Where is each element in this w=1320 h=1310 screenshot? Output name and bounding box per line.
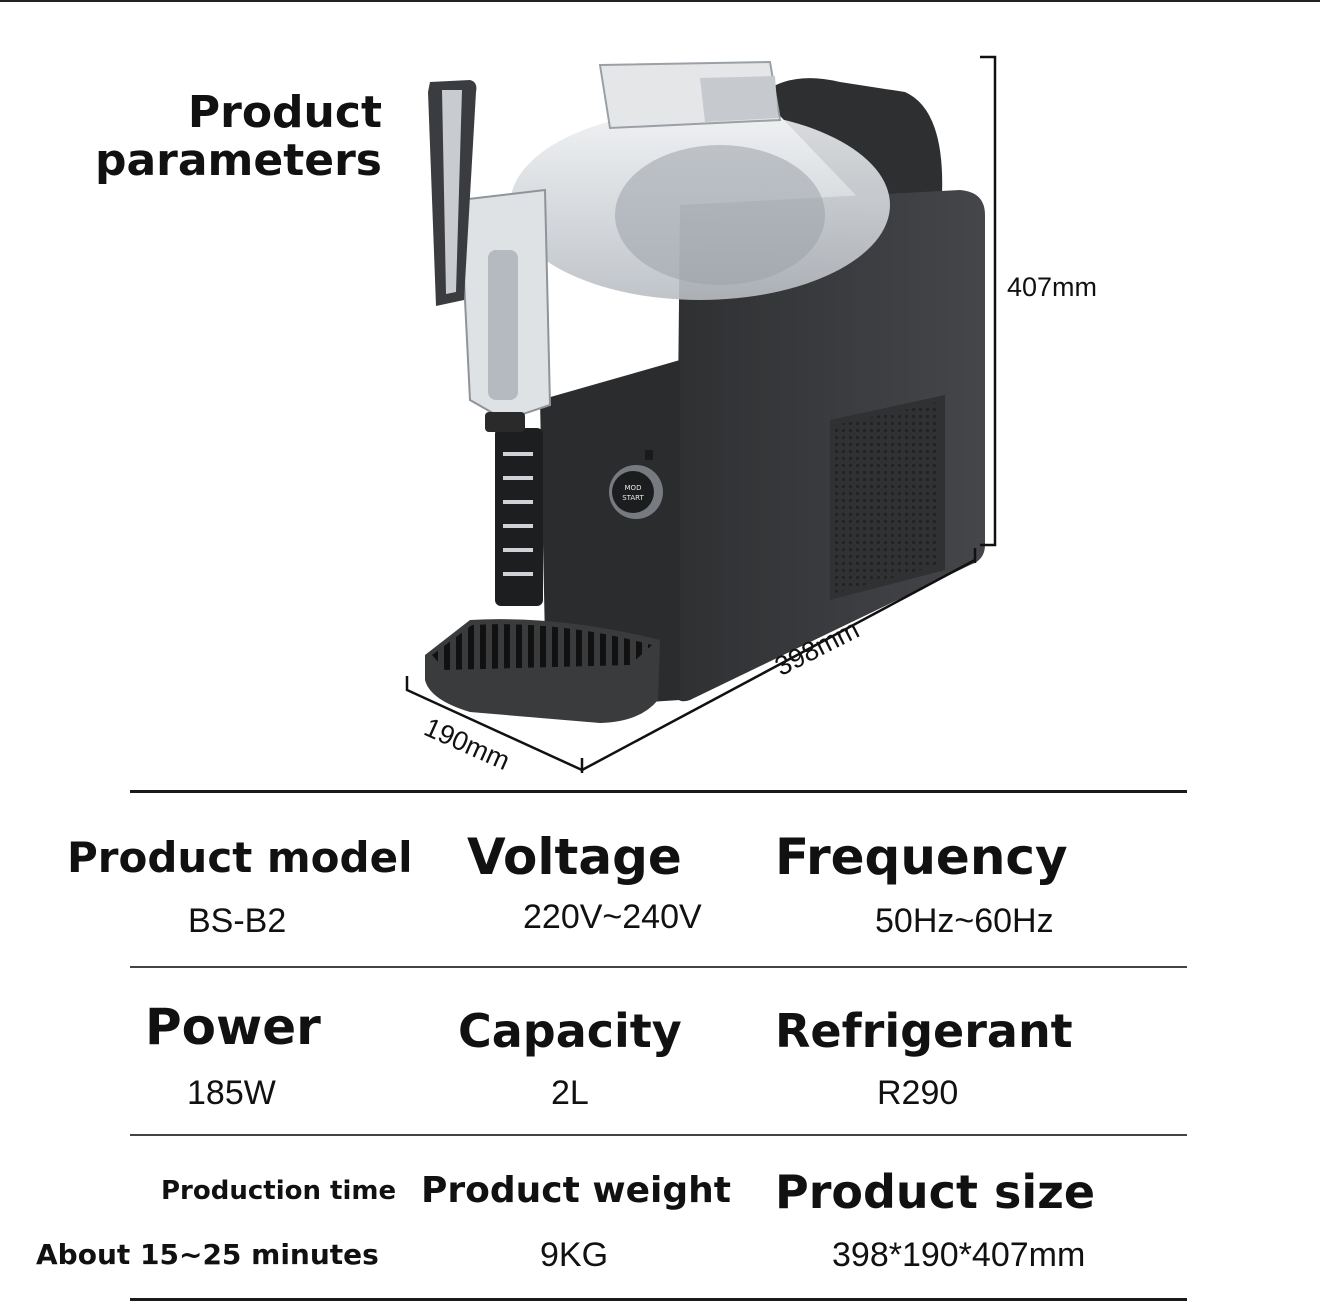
voltage-value: 220V~240V xyxy=(523,898,702,936)
mode-indicator xyxy=(503,548,533,552)
lid-vent xyxy=(700,76,778,122)
page-title-line-1: Product xyxy=(187,87,382,138)
refrigerant-value: R290 xyxy=(877,1074,959,1112)
frequency-value: 50Hz~60Hz xyxy=(875,902,1054,940)
frequency-label: Frequency xyxy=(775,828,1068,886)
weight-label: Product weight xyxy=(421,1170,731,1211)
front-column xyxy=(540,360,680,705)
control-strip xyxy=(495,428,543,606)
mode-indicator xyxy=(503,476,533,480)
dispenser-valve xyxy=(488,250,518,400)
lever-highlight xyxy=(442,90,462,294)
refrigerant-label: Refrigerant xyxy=(775,1004,1073,1058)
size-label: Product size xyxy=(775,1165,1096,1219)
model-label: Product model xyxy=(67,833,413,882)
size-value: 398*190*407mm xyxy=(832,1236,1086,1274)
production-time-value: About 15~25 minutes xyxy=(36,1238,379,1271)
knob-label-1: MOD xyxy=(625,484,642,492)
capacity-value: 2L xyxy=(551,1074,589,1112)
indicator-light xyxy=(645,450,653,460)
power-value: 185W xyxy=(187,1074,276,1112)
top-border xyxy=(0,0,1320,2)
width-dimension-line xyxy=(405,676,583,772)
production-time-label: Production time xyxy=(161,1176,397,1206)
weight-value: 9KG xyxy=(540,1236,609,1274)
nozzle xyxy=(485,412,525,432)
mode-indicator xyxy=(503,524,533,528)
divider xyxy=(130,790,1187,793)
power-label: Power xyxy=(145,998,321,1056)
vent-grille xyxy=(835,402,940,593)
divider xyxy=(130,1298,1187,1301)
auger xyxy=(615,145,825,285)
rear-housing xyxy=(760,78,943,210)
drip-grate xyxy=(432,624,652,670)
voltage-label: Voltage xyxy=(467,828,682,886)
divider xyxy=(130,1134,1187,1136)
height-dimension: 407mm xyxy=(1007,272,1098,302)
model-value: BS-B2 xyxy=(188,902,287,940)
height-dimension-line xyxy=(980,55,997,547)
mode-indicator xyxy=(503,500,533,504)
capacity-label: Capacity xyxy=(458,1004,682,1058)
product-illustration: MOD START xyxy=(405,55,997,773)
mode-indicator xyxy=(503,452,533,456)
knob-label-2: START xyxy=(622,494,644,502)
divider xyxy=(130,966,1187,968)
length-dimension-line xyxy=(581,558,976,772)
mode-indicator xyxy=(503,572,533,576)
page-title-line-2: parameters xyxy=(94,135,382,186)
